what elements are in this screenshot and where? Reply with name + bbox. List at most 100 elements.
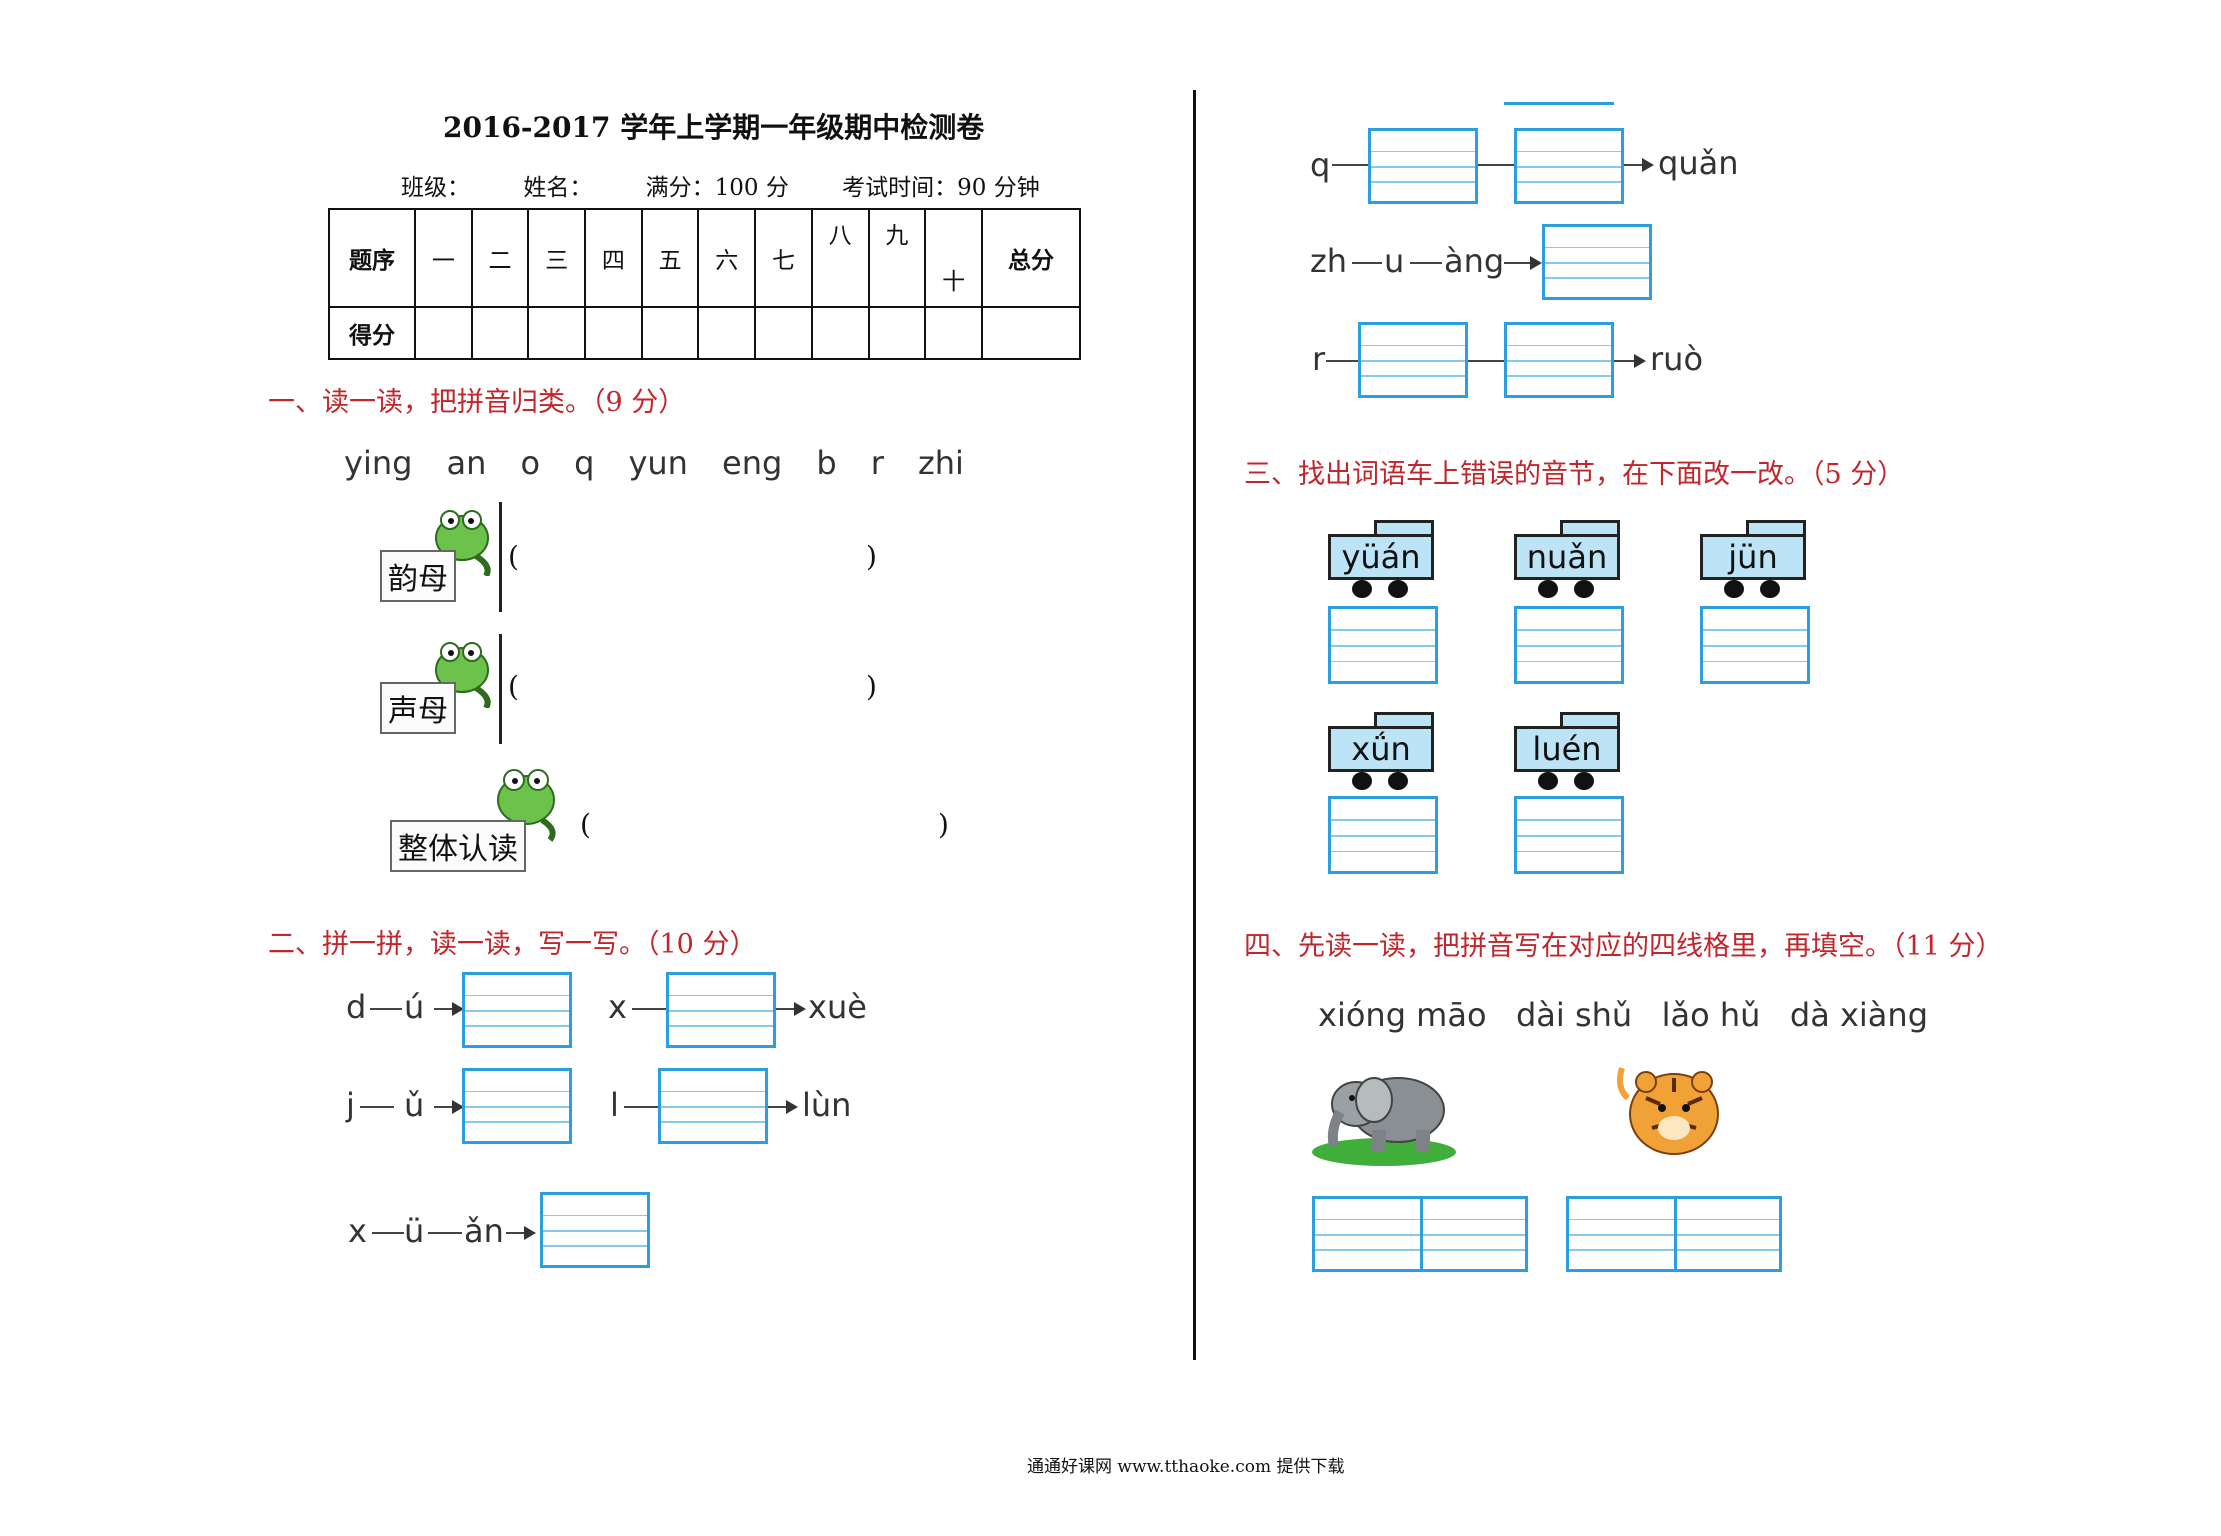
pinyin-part: r — [1312, 340, 1326, 378]
score-cell[interactable] — [697, 306, 757, 360]
connector-line — [776, 1008, 796, 1010]
col-4: 四 — [584, 208, 643, 308]
wheel — [1760, 580, 1780, 598]
name-field: 姓名： — [523, 175, 593, 201]
answer-initials[interactable] — [528, 678, 864, 708]
writing-grid[interactable] — [658, 1068, 768, 1144]
writing-grid[interactable] — [540, 1192, 650, 1268]
pinyin-item: r — [870, 444, 884, 482]
wheel — [1352, 580, 1372, 598]
connector-line — [624, 1106, 658, 1108]
writing-grid[interactable] — [1700, 606, 1810, 684]
score-cell[interactable] — [584, 306, 643, 360]
writing-grid[interactable] — [1328, 606, 1438, 684]
writing-grid[interactable] — [1328, 796, 1438, 874]
connector-line — [632, 1008, 666, 1010]
grid-top-edge — [1504, 102, 1614, 105]
col-3: 三 — [527, 208, 587, 308]
score-cell[interactable] — [640, 306, 700, 360]
connector-line — [1504, 262, 1534, 264]
writing-grid[interactable] — [1358, 322, 1468, 398]
pinyin-item: an — [446, 444, 487, 482]
pinyin-word: lǎo hǔ — [1661, 996, 1761, 1034]
pinyin-part: ü — [404, 1212, 425, 1250]
col-10: 十 — [924, 208, 983, 308]
writing-grid[interactable] — [1514, 796, 1624, 874]
frog-card-initials: 声母 — [378, 634, 502, 744]
train-syllable: luén — [1514, 726, 1620, 772]
pinyin-word: dài shǔ — [1515, 996, 1633, 1034]
pinyin-item: b — [816, 444, 837, 482]
footer-credit: 通通好课网 www.tthaoke.com 提供下载 — [1027, 1457, 1345, 1477]
writing-grid[interactable] — [1514, 128, 1624, 204]
pinyin-result: lùn — [802, 1086, 852, 1124]
writing-grid-double[interactable] — [1566, 1196, 1782, 1272]
connector-line — [360, 1106, 394, 1108]
score-cell[interactable] — [924, 306, 983, 360]
word-train: luén — [1514, 712, 1620, 790]
pinyin-result: quǎn — [1658, 144, 1739, 182]
arrow-icon — [452, 1100, 464, 1114]
close-paren: ) — [866, 540, 877, 573]
score-cell[interactable] — [810, 306, 870, 360]
col-2: 二 — [470, 208, 530, 308]
close-paren: ) — [938, 808, 949, 841]
writing-grid-double[interactable] — [1312, 1196, 1528, 1272]
wheel — [1538, 580, 1558, 598]
wheel — [1538, 772, 1558, 790]
train-syllable: jün — [1700, 534, 1806, 580]
wheel — [1352, 772, 1372, 790]
wheel — [1388, 580, 1408, 598]
score-cell[interactable] — [527, 306, 587, 360]
section3-title: 三、找出词语车上错误的音节，在下面改一改。（5 分） — [1244, 459, 1905, 490]
total-score-cell[interactable] — [981, 306, 1081, 360]
word-train: nuǎn — [1514, 520, 1620, 598]
pinyin-result: xuè — [808, 988, 867, 1026]
connector-line — [434, 1106, 454, 1108]
writing-grid[interactable] — [1542, 224, 1652, 300]
writing-grid[interactable] — [1504, 322, 1614, 398]
pinyin-part: d — [346, 988, 367, 1026]
open-paren: ( — [508, 540, 519, 573]
answer-finals[interactable] — [528, 548, 864, 578]
score-cell[interactable] — [470, 306, 530, 360]
pinyin-part: u — [1384, 242, 1405, 280]
col-8: 八 — [810, 208, 870, 308]
score-cell[interactable] — [867, 306, 927, 360]
connector-line — [434, 1008, 454, 1010]
train-cab — [1374, 712, 1434, 730]
connector-line — [428, 1232, 462, 1234]
col-6: 六 — [697, 208, 757, 308]
writing-grid[interactable] — [462, 972, 572, 1048]
arrow-icon — [794, 1002, 806, 1016]
frog-card-whole: 整体认读 — [378, 762, 574, 884]
card-label: 声母 — [380, 682, 456, 734]
class-field: 班级： — [401, 175, 470, 201]
connector-line — [1614, 360, 1636, 362]
pinyin-part: ǔ — [404, 1086, 425, 1124]
pinyin-part: ú — [404, 988, 425, 1026]
card-label: 韵母 — [380, 550, 456, 602]
wheel — [1724, 580, 1744, 598]
connector-line — [372, 1232, 404, 1234]
connector-line — [506, 1232, 526, 1234]
score-cell[interactable] — [754, 306, 813, 360]
pinyin-part: l — [610, 1086, 619, 1124]
arrow-icon — [524, 1226, 536, 1240]
card-divider — [499, 502, 502, 612]
score-cell[interactable] — [414, 306, 473, 360]
open-paren: ( — [580, 808, 591, 841]
pinyin-item: o — [520, 444, 541, 482]
connector-line — [1352, 262, 1382, 264]
writing-grid[interactable] — [666, 972, 776, 1048]
train-cab — [1560, 712, 1620, 730]
writing-grid[interactable] — [1368, 128, 1478, 204]
writing-grid[interactable] — [462, 1068, 572, 1144]
connector-line — [768, 1106, 788, 1108]
row-label-question: 题序 — [328, 208, 416, 308]
answer-whole[interactable] — [600, 816, 936, 846]
col-1: 一 — [414, 208, 473, 308]
writing-grid[interactable] — [1514, 606, 1624, 684]
pinyin-part: zh — [1310, 242, 1348, 280]
elephant-image — [1312, 1077, 1456, 1166]
